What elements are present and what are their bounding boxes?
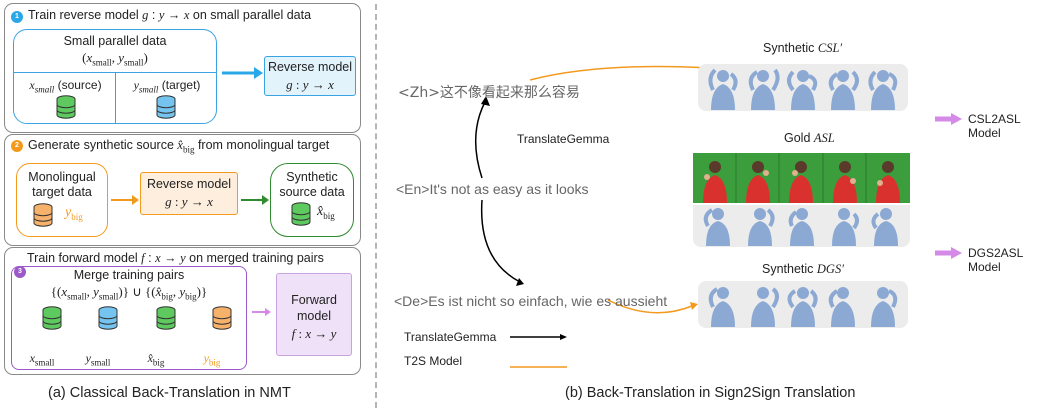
mono-line2: target data: [32, 185, 92, 199]
step2-badge: 2: [11, 140, 23, 152]
target-label: ysmall (target): [133, 78, 201, 95]
database-icon-merge-2: [98, 306, 118, 330]
asl-avatars: [703, 208, 898, 246]
database-icon-source: [56, 95, 76, 119]
step3-title: Train forward model f : x → y on merged …: [27, 251, 324, 265]
step2-title: Generate synthetic source x̂big from mon…: [28, 138, 330, 155]
database-icon-target: [156, 95, 176, 119]
database-icon-merge-1: [42, 306, 62, 330]
database-icon-mono: [33, 203, 53, 227]
forward-model-line1: Forward: [291, 293, 337, 307]
step1-arrow: [222, 67, 263, 79]
merge-item-x-small: xsmall: [29, 351, 55, 368]
synthetic-dgs-label: Synthetic DGS′: [762, 262, 844, 276]
gold-asl-frames: [703, 153, 900, 203]
step3-badge: 3: [14, 266, 26, 278]
reverse-model-func-2: g : y → x: [165, 194, 213, 209]
dgs2asl-model-label: DGS2ASL Model: [968, 246, 1023, 274]
reverse-model-func-1: g : y → x: [286, 77, 334, 92]
zh-sentence: <Zh>这不像看起来那么容易: [398, 85, 580, 101]
reverse-model-box-1: Reverse model g : y → x: [264, 56, 356, 96]
database-icon-synth: [291, 202, 311, 226]
source-label: xsmall (source): [29, 78, 102, 95]
step1-title: Train reverse model g : y → x on small p…: [28, 8, 312, 22]
small-parallel-data-title: Small parallel data: [63, 34, 167, 48]
step2-panel: 2 Generate synthetic source x̂big from m…: [4, 134, 361, 246]
legend-translategemma: TranslateGemma: [404, 330, 497, 344]
small-parallel-data-pair: (xsmall, ysmall): [82, 50, 148, 68]
forward-model-box: Forward model f : x → y: [276, 273, 352, 356]
mono-line1: Monolingual: [28, 170, 96, 184]
merge-item-x-big: x̂big: [147, 351, 165, 368]
merge-box: 3 Merge training pairs {(xsmall, ysmall)…: [11, 266, 247, 370]
legend-t2s-model: T2S Model: [404, 354, 463, 368]
dgs-avatars: [708, 287, 898, 327]
step1-panel: 1 Train reverse model g : y → x on small…: [4, 3, 361, 133]
forward-model-func: f : x → y: [291, 326, 337, 341]
synth-line1: Synthetic: [286, 170, 338, 184]
merge-item-y-small: ysmall: [85, 351, 111, 368]
step3-arrow: [252, 308, 271, 316]
merge-title: Merge training pairs: [73, 268, 185, 282]
step1-badge: 1: [11, 11, 23, 23]
de-sentence: <De>Es ist nicht so einfach, wie es auss…: [394, 293, 668, 309]
merge-formula: {(xsmall, ysmall)} ∪ {(x̂big, ybig)}: [50, 284, 208, 302]
csl-avatars: [708, 68, 898, 110]
gold-asl-label: Gold ASL: [784, 131, 835, 145]
flow-arrows: [474, 64, 962, 368]
mono-var: ybig: [65, 205, 83, 222]
database-icon-merge-3: [156, 306, 176, 330]
translategemma-label: TranslateGemma: [517, 132, 610, 146]
synth-line2: source data: [279, 185, 345, 199]
synthetic-csl-label: Synthetic CSL′: [763, 41, 843, 55]
database-icon-merge-4: [212, 306, 232, 330]
step3-panel: Train forward model f : x → y on merged …: [4, 247, 361, 375]
caption-a: (a) Classical Back-Translation in NMT: [48, 385, 291, 401]
data-box-vdivider: [115, 72, 116, 123]
forward-model-line2: model: [296, 309, 332, 323]
monolingual-target-box: Monolingual target data ybig: [16, 163, 108, 237]
en-sentence: <En>It's not as easy as it looks: [396, 181, 589, 197]
panel-divider: [375, 4, 377, 408]
csl2asl-model-label: CSL2ASL Model: [968, 112, 1021, 140]
synthetic-source-box: Synthetic source data x̂big: [270, 163, 354, 237]
reverse-model-title-1: Reverse model: [267, 60, 353, 74]
step2-arrow-1: [111, 195, 139, 205]
merge-item-y-big: ybig: [203, 351, 221, 368]
synth-var: x̂big: [317, 204, 335, 221]
small-parallel-data-box: Small parallel data (xsmall, ysmall) xsm…: [13, 29, 217, 124]
reverse-model-box-2: Reverse model g : y → x: [140, 172, 238, 215]
step2-arrow-2: [241, 195, 269, 205]
caption-b: (b) Back-Translation in Sign2Sign Transl…: [565, 385, 856, 401]
reverse-model-title-2: Reverse model: [146, 177, 232, 191]
